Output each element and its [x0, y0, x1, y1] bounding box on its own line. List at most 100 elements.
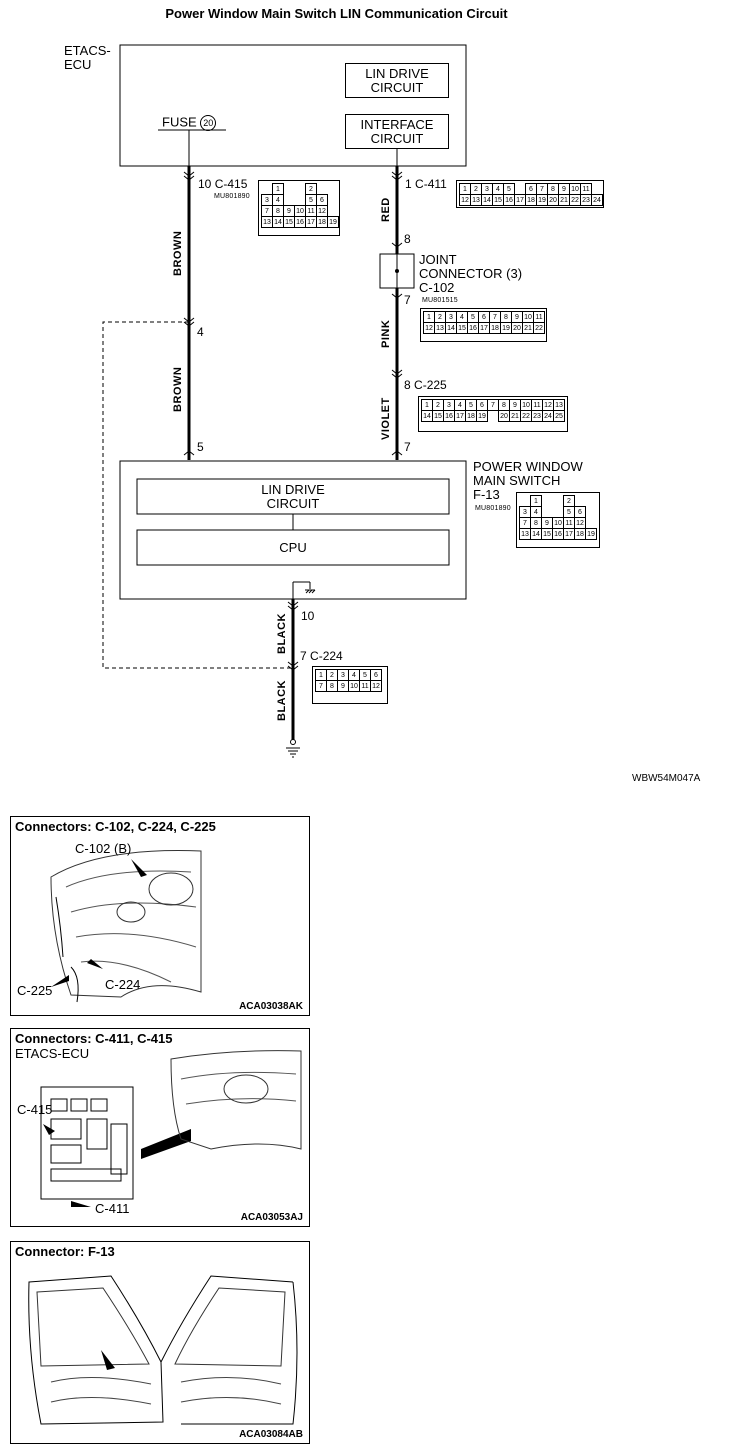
pin-cell: 8 [547, 183, 559, 195]
pin-cell: 4 [492, 183, 504, 195]
pin-cell: 7 [519, 517, 531, 529]
panel-code: ACA03038AK [239, 1001, 303, 1012]
pin-cell: 4 [348, 669, 360, 681]
callout-c415: C-415 [17, 1102, 53, 1117]
pin-cell: 14 [272, 216, 284, 228]
pin-cell: 5 [467, 311, 479, 323]
pin-cell: 4 [456, 311, 468, 323]
panel-title: Connectors: C-411, C-415 [15, 1031, 173, 1046]
pin-cell: 1 [315, 669, 327, 681]
pin-cell: 15 [432, 410, 444, 422]
pin-cell: 12 [574, 517, 586, 529]
callout-c224: C-224 [105, 977, 141, 992]
pin-cell: 2 [470, 183, 482, 195]
pin-cell [542, 507, 553, 518]
pin-cell: 17 [563, 528, 575, 540]
pin-cell: 12 [423, 322, 435, 334]
pin-cell: 23 [531, 410, 543, 422]
pin-cell: 17 [305, 216, 317, 228]
panel-f13: Connector: F-13 ACA03084AB [10, 1241, 310, 1444]
pin-cell: 19 [327, 216, 339, 228]
pin-cell: 6 [574, 506, 586, 518]
pin-cell: 20 [511, 322, 523, 334]
pin-cell: 3 [519, 506, 531, 518]
pin-cell [553, 496, 564, 507]
pin-cell: 2 [434, 311, 446, 323]
c225-pin: 8 [404, 378, 411, 392]
callout-c411: C-411 [95, 1201, 130, 1216]
diagram-title: Power Window Main Switch LIN Communicati… [165, 6, 508, 21]
pin-cell: 1 [423, 311, 435, 323]
c225-pin-label: 8 C-225 [404, 379, 447, 391]
pin-cell [488, 411, 499, 422]
wire-color-pink: PINK [380, 319, 392, 348]
wire-color-violet: VIOLET [380, 397, 392, 440]
pin-cell: 13 [261, 216, 273, 228]
pin-cell: 19 [536, 194, 548, 206]
pin-cell: 21 [558, 194, 570, 206]
panel-title: Connectors: C-102, C-224, C-225 [15, 819, 216, 834]
c415-pin-label: 10 C-415 [198, 178, 247, 190]
c102-part-number: MU801515 [422, 297, 458, 304]
pw-cpu-label: CPU [279, 539, 307, 555]
pin-cell: 8 [500, 311, 512, 323]
etacs-ecu-label: ETACS- ECU [64, 43, 111, 72]
c224-pin-label: 7 C-224 [300, 650, 343, 662]
pin-cell: 8 [498, 399, 510, 411]
pin-cell: 11 [580, 183, 592, 195]
f13-part-number: MU801890 [475, 505, 511, 512]
pin-cell: 19 [585, 528, 597, 540]
pin-cell: 8 [272, 205, 284, 217]
pin-cell: 10 [522, 311, 534, 323]
pin-cell [553, 507, 564, 518]
pin-cell: 11 [359, 680, 371, 692]
pin-cell: 17 [514, 194, 526, 206]
pw-lin-drive-label: LIN DRIVE CIRCUIT [261, 481, 325, 511]
callout-c225: C-225 [17, 983, 53, 998]
pw-switch-pin-7: 7 [404, 440, 411, 454]
pin-cell: 3 [261, 194, 273, 206]
pin-cell: 13 [470, 194, 482, 206]
wire-color-brown-upper: BROWN [172, 230, 184, 276]
pin-cell: 9 [283, 205, 295, 217]
pin-cell: 19 [476, 410, 488, 422]
pin-cell: 17 [454, 410, 466, 422]
pin-cell: 10 [569, 183, 581, 195]
panel-code: ACA03053AJ [240, 1212, 303, 1223]
pin-cell: 20 [547, 194, 559, 206]
pin-cell: 10 [348, 680, 360, 692]
pin-cell: 11 [531, 399, 543, 411]
pin-cell: 6 [370, 669, 382, 681]
f13-connector-id: F-13 [473, 487, 500, 502]
pin-cell: 15 [456, 322, 468, 334]
pin-cell: 10 [294, 205, 306, 217]
pin-cell: 7 [536, 183, 548, 195]
pin-cell [575, 496, 586, 507]
pin-cell: 11 [563, 517, 575, 529]
pin-cell: 13 [553, 399, 565, 411]
etacs-lin-drive-circuit: LIN DRIVE CIRCUIT [345, 63, 449, 98]
pin-cell: 14 [481, 194, 493, 206]
pin-cell: 18 [465, 410, 477, 422]
pin-cell: 15 [492, 194, 504, 206]
pin-cell: 8 [326, 680, 338, 692]
etacs-ecu-illustration [40, 1050, 302, 1207]
pin-cell: 5 [563, 506, 575, 518]
pin-cell: 7 [487, 399, 499, 411]
c225-connector-id: C-225 [414, 378, 447, 392]
joint-connector-label: JOINT CONNECTOR (3) [419, 252, 523, 281]
pin-cell: 14 [445, 322, 457, 334]
pin-cell: 3 [481, 183, 493, 195]
pin-cell: 16 [294, 216, 306, 228]
pin-cell: 18 [525, 194, 537, 206]
pin-cell: 9 [337, 680, 349, 692]
